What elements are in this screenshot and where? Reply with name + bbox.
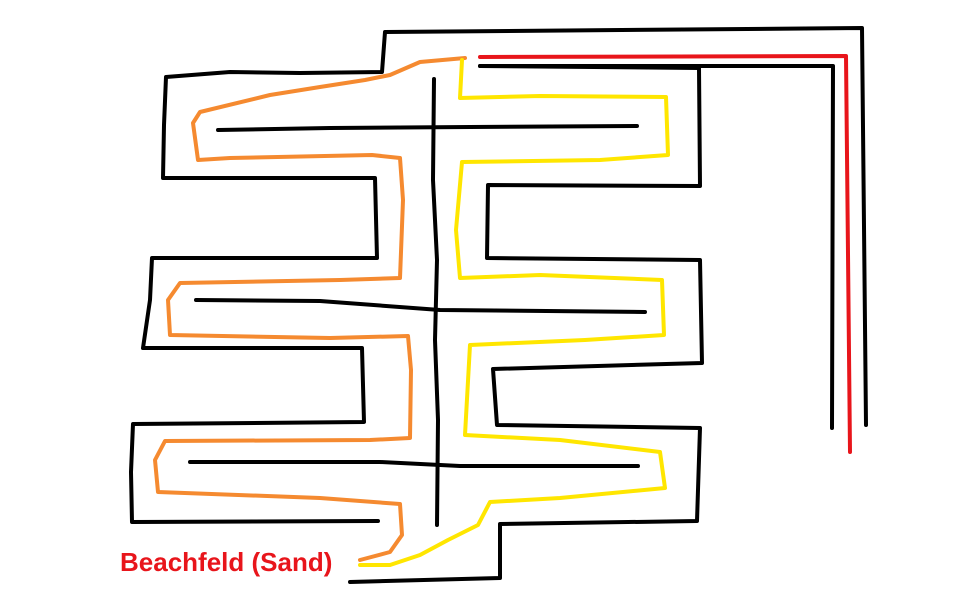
- arm-line-2: [194, 298, 647, 314]
- arm-line-1: [216, 124, 639, 132]
- inner-return-line: [478, 64, 835, 430]
- maze-outline: [129, 26, 868, 584]
- center-spine: [431, 77, 440, 527]
- arm-line-3: [188, 460, 640, 468]
- red-path: [478, 54, 852, 454]
- beachfeld-label: Beachfeld (Sand): [120, 547, 333, 577]
- yellow-path: [358, 58, 670, 567]
- orange-path: [153, 56, 467, 562]
